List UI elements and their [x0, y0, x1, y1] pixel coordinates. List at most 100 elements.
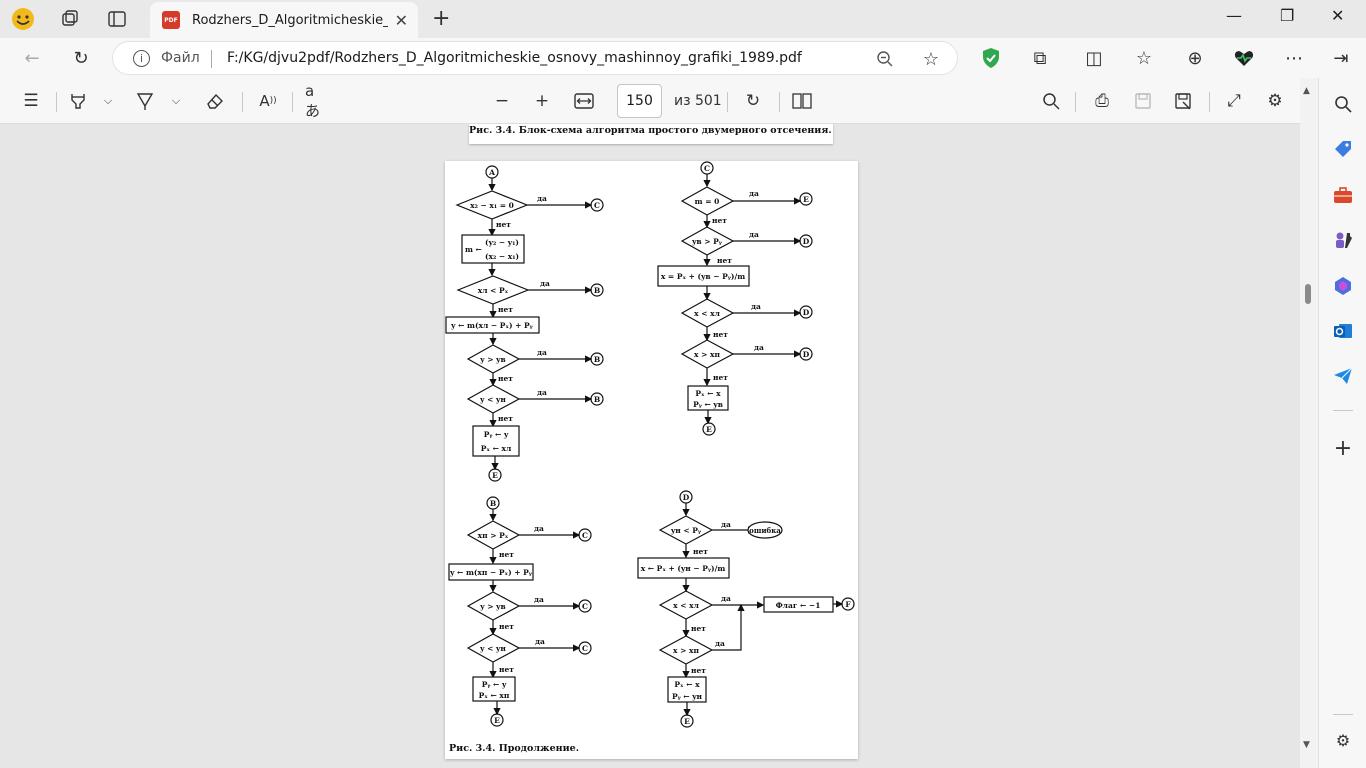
highlight-dropdown-icon[interactable]: ⌵ — [103, 94, 113, 107]
split-screen-icon[interactable]: ◫ — [1085, 47, 1103, 69]
yes-label: да — [537, 388, 547, 397]
save-as-icon[interactable] — [1171, 89, 1195, 113]
process-text: Pₓ ← xл — [481, 444, 512, 453]
process-text: (x₂ − x₁) — [485, 252, 519, 261]
games-icon[interactable] — [1331, 228, 1355, 252]
decision-text: y > yв — [479, 602, 505, 611]
yes-label: да — [754, 343, 764, 352]
toolbar-divider — [779, 92, 780, 112]
sidebar-toggle-icon[interactable]: ⇥ — [1333, 47, 1349, 69]
scroll-up-arrow-icon[interactable]: ▲ — [1303, 86, 1310, 96]
connector-label: B — [594, 395, 600, 404]
draw-dropdown-icon[interactable]: ⌵ — [171, 94, 181, 107]
connector-label: E — [492, 471, 498, 480]
restore-icon[interactable]: ❐ — [1280, 6, 1295, 25]
zoom-out-icon[interactable] — [871, 45, 899, 73]
draw-icon[interactable] — [133, 89, 157, 113]
process-text: Pᵧ ← y — [482, 680, 507, 689]
minimize-icon[interactable]: — — [1226, 6, 1242, 25]
copilot-icon[interactable] — [1331, 274, 1355, 298]
back-arrow-icon[interactable]: ← — [24, 47, 40, 69]
url-text[interactable]: F:/KG/djvu2pdf/Rodzhers_D_Algoritmichesk… — [227, 50, 802, 66]
new-tab-icon[interactable]: + — [432, 6, 451, 31]
highlight-icon[interactable] — [66, 89, 90, 113]
decision-text: yв > Pᵧ — [691, 237, 723, 246]
translate-icon[interactable]: aあ — [305, 81, 321, 120]
decision-text: x > xп — [694, 350, 720, 359]
outlook-icon[interactable] — [1331, 319, 1355, 343]
more-menu-icon[interactable]: ⋯ — [1285, 47, 1303, 69]
process-text: Pₓ ← xп — [479, 691, 510, 700]
zoom-out-button[interactable]: − — [494, 91, 510, 111]
url-field[interactable]: i Файл F:/KG/djvu2pdf/Rodzhers_D_Algorit… — [112, 41, 958, 75]
page-view-icon[interactable] — [790, 89, 814, 113]
collections-icon[interactable]: ⊕ — [1187, 47, 1203, 69]
fit-width-icon[interactable] — [572, 89, 596, 113]
toolbar-divider — [1209, 92, 1210, 112]
no-label: нет — [499, 665, 514, 674]
process-a1 — [461, 234, 525, 264]
print-icon[interactable]: ⎙ — [1095, 91, 1109, 111]
toolbar-divider — [727, 92, 728, 112]
vertical-scrollbar[interactable]: ▲ ▼ — [1300, 78, 1316, 768]
settings-gear-icon[interactable]: ⚙ — [1267, 91, 1283, 111]
rotate-icon[interactable]: ↻ — [745, 91, 761, 111]
connector-label: E — [803, 195, 809, 204]
process-a3 — [472, 425, 520, 457]
previous-page-fragment: Рис. 3.4. Блок-схема алгоритма простого … — [469, 124, 833, 144]
process-text: (y₂ − y₁) — [485, 238, 519, 247]
process-text: Pₓ ← x — [674, 680, 700, 689]
read-aloud-icon[interactable]: A)) — [259, 92, 277, 110]
figure-caption-top: Рис. 3.4. Блок-схема алгоритма простого … — [469, 125, 832, 136]
pdf-toolbar: ☰ ⌵ ⌵ A)) aあ − + 150 из 501 ↻ ⎙ ⤢ ⚙ — [0, 78, 1300, 124]
fullscreen-icon[interactable]: ⤢ — [1227, 91, 1241, 111]
vertical-tabs-icon[interactable] — [104, 6, 130, 32]
decision-text: x > xп — [673, 646, 699, 655]
tab-title: Rodzhers_D_Algoritmicheskie_osnovy_mashi… — [192, 12, 388, 28]
close-window-icon[interactable]: ✕ — [1331, 6, 1345, 25]
page-number-input[interactable]: 150 — [617, 84, 662, 118]
refresh-icon[interactable]: ↻ — [73, 47, 89, 69]
active-tab[interactable]: PDF Rodzhers_D_Algoritmicheskie_osnovy_m… — [150, 2, 418, 38]
scroll-down-arrow-icon[interactable]: ▼ — [1303, 740, 1310, 750]
workspaces-icon[interactable] — [57, 6, 83, 32]
browser-essentials-icon[interactable] — [1230, 44, 1258, 72]
sidebar-divider — [1333, 410, 1353, 411]
connector-label: D — [683, 493, 690, 502]
eraser-icon[interactable] — [203, 89, 227, 113]
file-scheme-label: Файл — [161, 50, 200, 66]
scroll-thumb[interactable] — [1305, 284, 1311, 304]
yes-label: да — [534, 595, 544, 604]
sidebar-search-icon[interactable] — [1331, 92, 1355, 116]
profile-avatar-icon[interactable] — [10, 6, 36, 32]
table-of-contents-icon[interactable]: ☰ — [23, 91, 39, 111]
zoom-in-button[interactable]: + — [534, 91, 550, 111]
search-icon[interactable] — [1039, 89, 1063, 113]
process-b1 — [448, 563, 534, 581]
toolbar-divider — [242, 92, 243, 112]
yes-label: да — [540, 279, 550, 288]
send-drop-icon[interactable] — [1331, 364, 1355, 388]
toolbar-divider — [56, 92, 57, 112]
process-text: m ← — [465, 245, 482, 254]
sidebar-settings-gear-icon[interactable]: ⚙ — [1335, 730, 1351, 750]
pdf-viewer[interactable]: Рис. 3.4. Блок-схема алгоритма простого … — [0, 124, 1300, 768]
connector-label: D — [803, 308, 810, 317]
process-text: Pᵧ ← yв — [693, 400, 723, 409]
no-label: нет — [499, 622, 514, 631]
process-text: y ← m(xп − Pₓ) + Pᵧ — [449, 568, 533, 577]
shopping-tag-icon[interactable] — [1331, 137, 1355, 161]
tab-close-icon[interactable]: ✕ — [394, 11, 408, 30]
add-sidebar-app-icon[interactable]: + — [1333, 435, 1353, 461]
edge-sidebar: + ⚙ — [1318, 78, 1366, 768]
decision-text: yн < Pᵧ — [670, 526, 702, 535]
connector-label: C — [594, 201, 600, 210]
shield-icon[interactable] — [977, 44, 1005, 72]
favorites-icon[interactable]: ☆ — [1135, 47, 1153, 69]
save-icon[interactable] — [1131, 89, 1155, 113]
favorite-star-icon[interactable]: ☆ — [922, 48, 940, 70]
extensions-icon[interactable]: ⧉ — [1033, 47, 1047, 69]
toolbar-divider — [292, 92, 293, 112]
info-icon[interactable]: i — [133, 50, 150, 67]
tools-briefcase-icon[interactable] — [1331, 183, 1355, 207]
